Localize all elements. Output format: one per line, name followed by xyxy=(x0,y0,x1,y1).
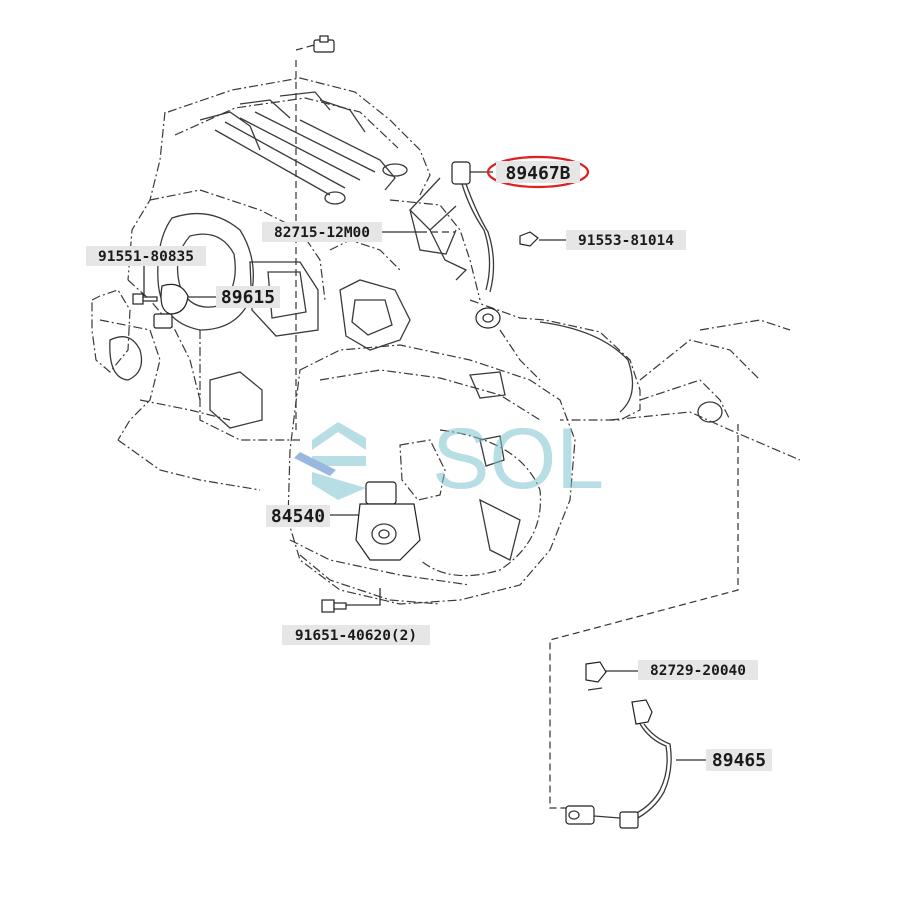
part-label-91651-40620: 91651-40620(2) xyxy=(295,628,417,644)
part-label-91551-80835: 91551-80835 xyxy=(98,249,194,265)
knock-sensor-icon xyxy=(153,283,189,329)
label-group-91553[interactable]: 91553-81014 xyxy=(566,230,686,250)
engine-assembly-drawing xyxy=(91,77,801,605)
label-group-91551[interactable]: 91551-80835 xyxy=(86,246,206,266)
bolt-91551-icon xyxy=(132,293,158,305)
part-label-89467b: 89467B xyxy=(505,163,570,184)
label-group-89615[interactable]: 89615 xyxy=(216,286,280,308)
watermark-text: SOL xyxy=(432,411,604,507)
part-labels: 89467B 82715-12M00 91553-81014 91551-808… xyxy=(86,155,772,771)
highlight-ring xyxy=(486,155,590,189)
part-label-84540: 84540 xyxy=(271,506,325,527)
label-group-84540[interactable]: 84540 xyxy=(266,505,330,527)
label-group-82729[interactable]: 82729-20040 xyxy=(638,660,758,680)
sol-logo-stroke-icon xyxy=(294,452,336,476)
part-label-82729-20040: 82729-20040 xyxy=(650,663,746,679)
part-label-91553-81014: 91553-81014 xyxy=(578,233,674,249)
top-connector-icon xyxy=(313,35,335,53)
clip-icon xyxy=(585,661,607,691)
part-label-82715-12m00: 82715-12M00 xyxy=(274,225,370,241)
oxygen-sensor-icon xyxy=(565,699,672,829)
label-group-82715[interactable]: 82715-12M00 xyxy=(262,222,382,242)
air-fuel-sensor-icon xyxy=(409,161,501,329)
sol-logo-lower-icon xyxy=(312,472,366,500)
label-group-91651[interactable]: 91651-40620(2) xyxy=(282,625,430,645)
bolt-icon xyxy=(519,231,539,247)
sol-watermark: SOL xyxy=(294,411,604,507)
sol-logo-shape-icon xyxy=(312,422,366,450)
sol-logo-bar-icon xyxy=(312,456,366,466)
part-glyphs xyxy=(132,35,672,829)
label-group-89465[interactable]: 89465 xyxy=(706,749,772,771)
label-group-89467b[interactable]: 89467B xyxy=(486,155,590,189)
bolt-91651-icon xyxy=(321,599,347,613)
neutral-switch-icon xyxy=(355,481,421,561)
part-label-89465: 89465 xyxy=(712,750,766,771)
part-label-89615: 89615 xyxy=(221,287,275,308)
